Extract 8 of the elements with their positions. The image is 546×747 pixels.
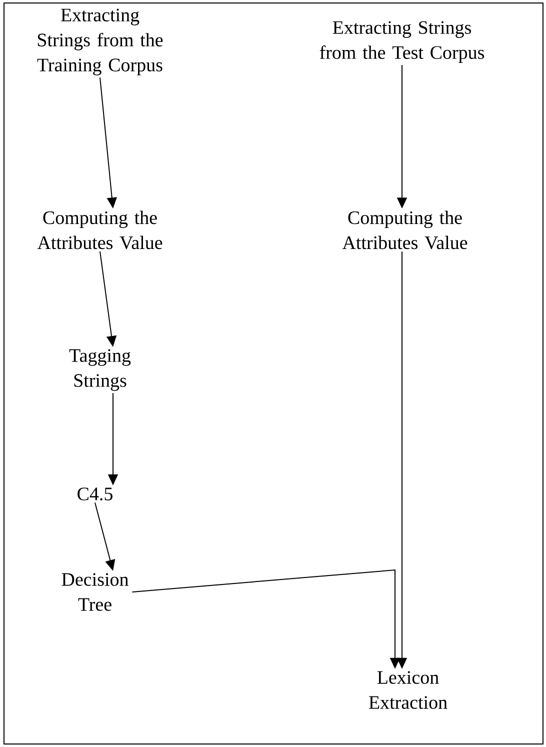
step-text: Tagging Strings — [69, 349, 131, 391]
step-text: Computing the Attributes Value — [37, 210, 162, 250]
step-text: C4.5 — [78, 488, 112, 500]
step-text: Extracting Strings from the Training Corpus — [37, 8, 163, 76]
step-text: Decision Tree — [62, 573, 128, 611]
step-text: Computing the Attributes Value — [342, 210, 468, 250]
step-text: Lexicon Extraction — [368, 671, 448, 709]
step-text: Extracting Strings from the Test Corpus — [320, 21, 484, 63]
